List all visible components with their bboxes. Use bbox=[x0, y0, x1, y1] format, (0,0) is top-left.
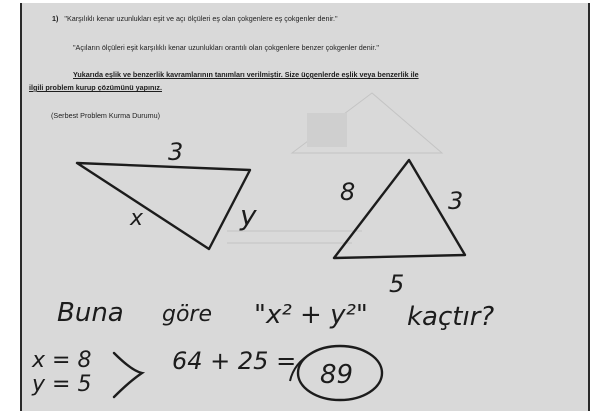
triangle-1-top-label: 3 bbox=[168, 138, 183, 166]
triangle-2-right-label: 3 bbox=[448, 187, 463, 215]
worksheet: 1) "Karşılıklı kenar uzunlukları eşit ve… bbox=[20, 3, 590, 411]
implies-arrow bbox=[112, 351, 146, 399]
question-number: 1) bbox=[52, 14, 59, 23]
handwritten-work: 3 x y 8 3 5 Buna göre "x² + y²" kaçtır? … bbox=[31, 92, 494, 402]
question-word-3: kaçtır? bbox=[407, 302, 494, 332]
question-expression: "x² + y²" bbox=[254, 300, 368, 330]
triangle-1 bbox=[75, 161, 252, 251]
similarity-definition: "Açıların ölçüleri eşit karşılıklı kenar… bbox=[73, 43, 379, 52]
question-line-1: 1) "Karşılıklı kenar uzunlukları eşit ve… bbox=[52, 14, 338, 23]
triangle-2-bottom-label: 5 bbox=[389, 270, 404, 298]
triangle-2 bbox=[332, 158, 467, 260]
answer-circle-tail bbox=[289, 352, 313, 382]
triangle-2-left-label: 8 bbox=[340, 178, 355, 206]
question-word-1: Buna bbox=[57, 298, 124, 328]
given-x: x = 8 bbox=[31, 348, 91, 373]
answer-circle bbox=[296, 344, 384, 402]
problem-mode-label: (Serbest Problem Kurma Durumu) bbox=[51, 111, 161, 120]
instruction-line-2: ilgili problem kurup çözümünü yapınız. bbox=[29, 83, 162, 92]
instruction-line-1: Yukarıda eşlik ve benzerlik kavramlarını… bbox=[73, 70, 419, 79]
show-through-marks bbox=[227, 92, 444, 244]
triangle-1-right-label: y bbox=[239, 199, 257, 232]
computation: 64 + 25 = bbox=[172, 347, 296, 375]
given-y: y = 5 bbox=[31, 372, 91, 397]
answer: 89 bbox=[320, 360, 353, 390]
question-word-2: göre bbox=[162, 302, 212, 327]
congruence-definition: "Karşılıklı kenar uzunlukları eşit ve aç… bbox=[64, 14, 338, 23]
triangle-1-left-label: x bbox=[129, 206, 144, 231]
